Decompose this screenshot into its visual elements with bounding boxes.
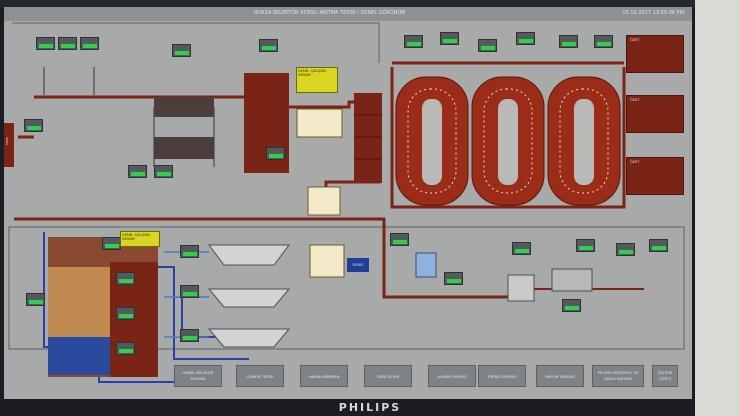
nav-general-info[interactable]: GENEL BİLGİLER SAYFASI bbox=[174, 365, 222, 387]
tank-indicator[interactable] bbox=[516, 32, 535, 45]
aeration-tank-2 bbox=[471, 76, 545, 206]
summary-panel[interactable]: ÖZET bbox=[626, 35, 684, 73]
tank-indicator[interactable] bbox=[478, 39, 497, 52]
flow-indicator[interactable] bbox=[172, 44, 191, 57]
monitor-bezel-right bbox=[695, 0, 740, 416]
nav-process-control[interactable]: PROSES KONTROL VE ARIZA SAYFASI bbox=[592, 365, 644, 387]
app-title: BURSA SELEKTÖR ATIKSU ARITMA TESİSİ / GE… bbox=[254, 10, 406, 16]
inlet-indicator[interactable] bbox=[24, 119, 43, 132]
gray-pipe-upper bbox=[43, 67, 215, 167]
level-indicator[interactable] bbox=[36, 37, 55, 50]
inlet-side-button[interactable]: GİRİŞ bbox=[4, 123, 14, 167]
monitor-bezel-top bbox=[0, 0, 740, 8]
red-pipe-lower bbox=[14, 217, 524, 299]
nav-aeration[interactable]: HAVALANDIRMA bbox=[300, 365, 348, 387]
sludge-indicator[interactable] bbox=[390, 233, 409, 246]
summary-panel[interactable]: ÖZET bbox=[626, 157, 684, 195]
tank-indicator[interactable] bbox=[440, 32, 459, 45]
upper-process-frame bbox=[12, 22, 380, 63]
tank-indicator[interactable] bbox=[404, 35, 423, 48]
press-indicator[interactable] bbox=[616, 243, 635, 256]
nav-sludge-plant[interactable]: ÇAMUR TESİSİ bbox=[236, 365, 284, 387]
sludge-indicator[interactable] bbox=[512, 242, 531, 255]
clarifier-indicator[interactable] bbox=[180, 329, 199, 342]
summary-panel[interactable]: ÖZET bbox=[626, 95, 684, 133]
belt-press bbox=[551, 268, 593, 292]
flow-indicator[interactable] bbox=[259, 39, 278, 52]
left-basin-water bbox=[48, 337, 110, 375]
pump-box-1 bbox=[307, 186, 341, 216]
sludge-hopper bbox=[507, 274, 535, 302]
left-basin-tan bbox=[48, 267, 110, 337]
nav-trend[interactable]: TREND SAYFASI bbox=[478, 365, 526, 387]
sludge-indicator[interactable] bbox=[444, 272, 463, 285]
warning-box: UYARI: ÇALIŞMA DEVAM bbox=[120, 231, 160, 247]
title-bar: BURSA SELEKTÖR ATIKSU ARITMA TESİSİ / GE… bbox=[4, 7, 692, 21]
basin-indicator[interactable] bbox=[102, 237, 121, 250]
pump-box-3 bbox=[296, 108, 343, 138]
basin-indicator[interactable] bbox=[116, 307, 135, 320]
press-indicator[interactable] bbox=[576, 239, 595, 252]
red-pipe-to-tanks bbox=[390, 61, 626, 209]
clarifier-indicator[interactable] bbox=[180, 245, 199, 258]
basin-indicator[interactable] bbox=[116, 272, 135, 285]
monitor-brand-logo: PHILIPS bbox=[338, 401, 402, 414]
bottom-navigation: GENEL BİLGİLER SAYFASI ÇAMUR TESİSİ HAVA… bbox=[174, 365, 692, 393]
aeration-tank-1 bbox=[395, 76, 469, 206]
pump-indicator[interactable] bbox=[128, 165, 147, 178]
sludge-silo bbox=[415, 252, 437, 278]
tank-indicator[interactable] bbox=[559, 35, 578, 48]
pump-indicator[interactable] bbox=[154, 165, 173, 178]
aeration-tank-3 bbox=[547, 76, 621, 206]
tank-indicator[interactable] bbox=[594, 35, 613, 48]
bar-screen-bottom bbox=[154, 137, 214, 159]
scada-screen: BURSA SELEKTÖR ATIKSU ARITMA TESİSİ / GE… bbox=[4, 7, 692, 399]
bar-screen-top bbox=[154, 97, 214, 117]
press-indicator[interactable] bbox=[649, 239, 668, 252]
nav-report[interactable]: RAPOR SAYFASI bbox=[536, 365, 584, 387]
process-diagram bbox=[8, 22, 685, 383]
nav-return-flow[interactable]: GERİ DEVİR bbox=[364, 365, 412, 387]
basin-indicator[interactable] bbox=[116, 342, 135, 355]
warning-box: UYARI: ÇALIŞMA DEVAM bbox=[296, 67, 338, 93]
deniz-label[interactable]: DENİZ bbox=[347, 258, 369, 272]
clarifier-3 bbox=[207, 328, 291, 348]
distribution-box bbox=[354, 93, 382, 183]
grit-indicator[interactable] bbox=[266, 147, 285, 160]
lower-process-frame bbox=[8, 226, 685, 350]
basin-indicator[interactable] bbox=[26, 293, 45, 306]
clarifier-2 bbox=[207, 288, 291, 308]
clarifier-indicator[interactable] bbox=[180, 285, 199, 298]
clarifier-1 bbox=[208, 244, 290, 266]
pump-box-2 bbox=[309, 244, 345, 278]
press-indicator[interactable] bbox=[562, 299, 581, 312]
nav-alarm[interactable]: ALARM SAYFASI bbox=[428, 365, 476, 387]
level-indicator[interactable] bbox=[80, 37, 99, 50]
level-indicator[interactable] bbox=[58, 37, 77, 50]
datetime-display: 15.10.2017 13:55:06 PM bbox=[622, 10, 684, 16]
nav-system-summary[interactable]: SİSTEM ÖZETİ bbox=[652, 365, 678, 387]
